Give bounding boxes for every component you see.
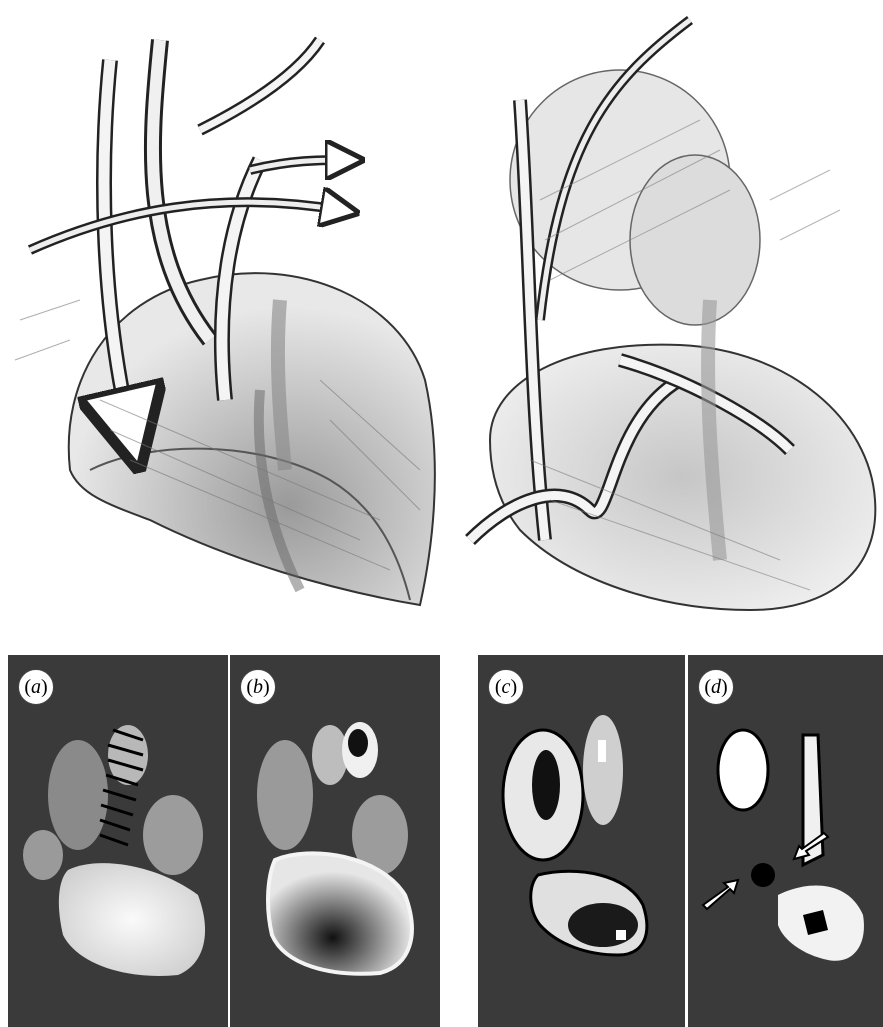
label-letter: d [711,676,721,699]
mri-panel-a: (a) [8,655,228,1027]
heart-sketch-left-drawing [0,0,440,615]
label-close-paren: ) [263,676,270,699]
label-open-paren: ( [24,676,31,699]
mri-panel-d: (d) [688,655,883,1027]
panel-label-d: (d) [698,669,734,705]
label-open-paren: ( [495,676,502,699]
label-close-paren: ) [41,676,48,699]
label-close-paren: ) [721,676,728,699]
label-letter: b [253,676,263,699]
label-open-paren: ( [704,676,711,699]
panel-label-b: (b) [240,669,276,705]
label-close-paren: ) [510,676,517,699]
heart-sketch-right [450,0,883,615]
mri-panel-b: (b) [230,655,440,1027]
mri-panel-c: (c) [478,655,685,1027]
heart-sketch-right-drawing [450,0,883,615]
heart-sketch-left [0,0,440,615]
ventricle-shape [69,273,435,605]
panel-label-a: (a) [18,669,54,705]
panel-label-c: (c) [488,669,524,705]
label-letter: a [31,676,41,699]
label-letter: c [502,676,511,699]
label-open-paren: ( [246,676,253,699]
